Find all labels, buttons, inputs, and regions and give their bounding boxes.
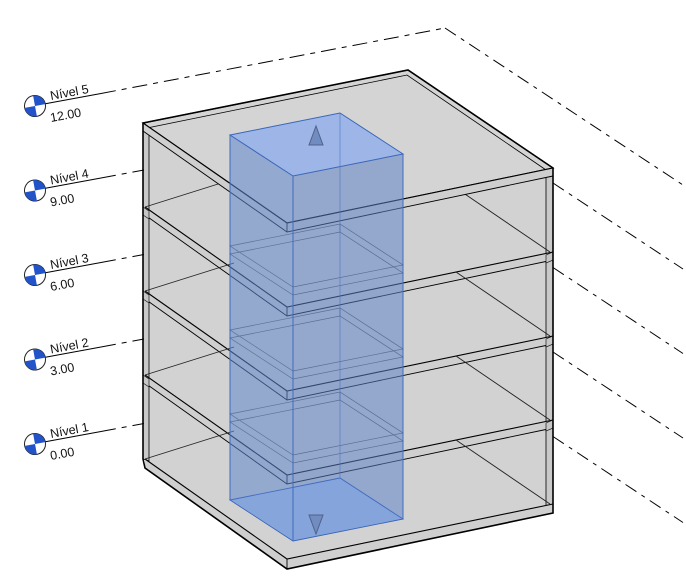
level-name: Nível 3 (49, 251, 90, 272)
up-arrow-icon (308, 124, 324, 146)
shaft-back-left-face[interactable] (230, 113, 340, 500)
level-name: Nível 4 (49, 167, 90, 188)
level-elevation: 3.00 (49, 360, 76, 378)
level-annotation-nivel-1[interactable]: Nível 1 0.00 (23, 420, 684, 523)
level-elevation: 12.00 (49, 105, 82, 124)
level-annotation-nivel-5[interactable]: Nível 5 12.00 (23, 27, 684, 186)
level-name: Nível 5 (49, 82, 90, 103)
level-name: Nível 1 (49, 420, 90, 441)
interior-walls-face[interactable] (149, 129, 546, 568)
building-silhouette (142, 69, 554, 570)
level-elevation: 0.00 (49, 445, 76, 463)
floor-slab-nivel-3[interactable] (144, 290, 554, 401)
shaft-front-right-face[interactable] (293, 154, 403, 541)
level-datum-icon (24, 264, 46, 286)
level-annotation-nivel-2[interactable]: Nível 2 3.00 (23, 336, 684, 439)
level-datum-icon (24, 433, 46, 455)
level-annotation-nivel-3[interactable]: Nível 3 6.00 (23, 251, 684, 354)
interior-slab-wall-edges (144, 178, 551, 505)
level-annotation-nivel-4[interactable]: Nível 4 9.00 (23, 167, 684, 270)
down-arrow-icon (308, 514, 324, 536)
building-model[interactable] (141, 69, 555, 570)
level-datum-icon (24, 348, 46, 371)
level-elevation: 9.00 (49, 191, 76, 209)
floor-slab-nivel-2[interactable] (144, 374, 554, 485)
level-name: Nível 2 (49, 336, 90, 357)
level-elevation: 6.00 (49, 276, 76, 294)
level-datum-icon (24, 179, 46, 202)
shaft-vertical-edges (229, 113, 404, 541)
shaft-back-right-face[interactable] (340, 113, 403, 519)
shaft-front-left-face[interactable] (230, 135, 293, 541)
shaft-opening[interactable] (228, 112, 405, 542)
level-datum-icon (24, 95, 46, 117)
floor-slab-nivel-4[interactable] (144, 206, 554, 317)
